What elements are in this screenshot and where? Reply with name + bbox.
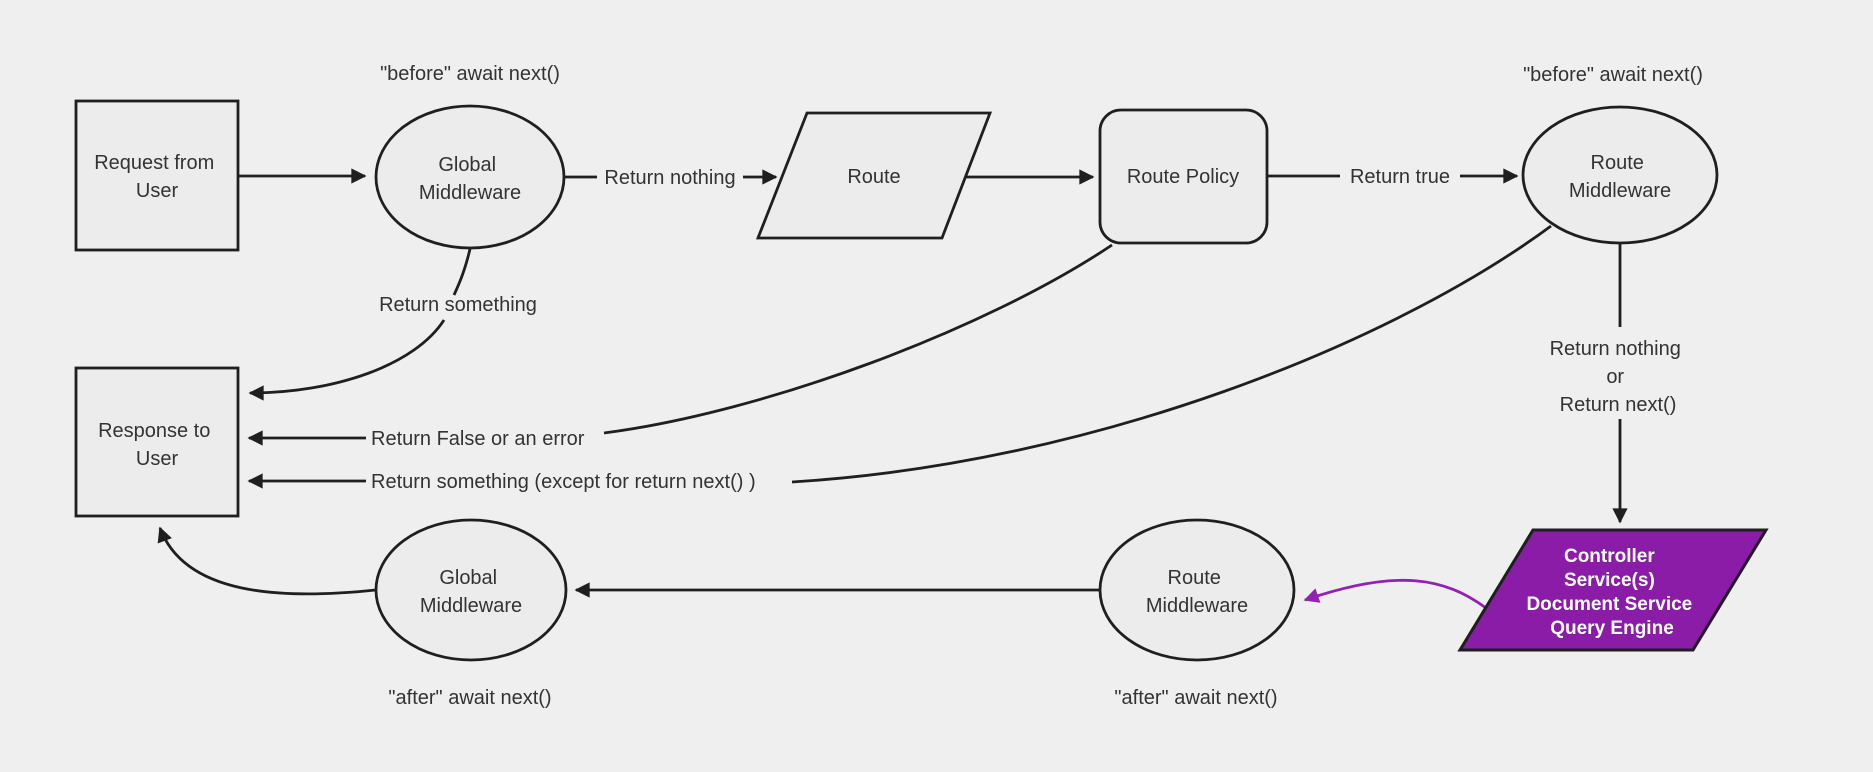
controller-services-node [1457, 528, 1769, 652]
route-middleware-before-label: Route Middleware [1569, 152, 1671, 202]
before-await-next-right-annotation: "before" await next() [1523, 64, 1703, 86]
after-await-next-right-annotation: "after" await next() [1114, 687, 1277, 709]
global-middleware-before-node [374, 104, 566, 250]
edge-policy-to-response-curve [603, 243, 1113, 435]
nodes: Request from User Global Middleware Rout… [74, 99, 1769, 662]
return-false-edge-label: Return False or an error [371, 428, 585, 450]
return-nothing-or-next-edge-label: Return nothing or Return next() [1550, 338, 1687, 416]
response-to-user-node [74, 366, 240, 518]
annotations: "before" await next() "before" await nex… [380, 63, 1703, 709]
controller-services-label: Controller Service(s) Document Service Q… [1526, 546, 1697, 639]
edge-controller-to-route-middleware-after [1303, 578, 1487, 610]
route-policy-label: Route Policy [1127, 166, 1239, 188]
edge-labels: Return nothing Return true Return someth… [371, 166, 1687, 493]
route-policy-node [1098, 108, 1269, 245]
global-middleware-after-node [374, 518, 568, 662]
route-middleware-before-node [1521, 105, 1719, 245]
edge-global-to-response-lower-segment [248, 319, 446, 401]
global-middleware-before-label: Global Middleware [419, 154, 521, 204]
edge-global-after-to-response [157, 526, 377, 596]
request-from-user-node [74, 99, 240, 252]
route-middleware-after-node [1098, 518, 1296, 662]
after-await-next-left-annotation: "after" await next() [388, 687, 551, 709]
edges [157, 168, 1628, 610]
return-nothing-edge-label: Return nothing [604, 167, 735, 189]
edge-middleware-to-response-curve [791, 224, 1552, 484]
route-label: Route [847, 166, 900, 188]
global-middleware-after-label: Global Middleware [420, 567, 522, 617]
route-middleware-after-label: Route Middleware [1146, 567, 1248, 617]
before-await-next-left-annotation: "before" await next() [380, 63, 560, 85]
request-from-user-label: Request from User [94, 152, 220, 202]
edge-global-to-response-upper-segment [452, 248, 472, 296]
return-something-edge-label: Return something [379, 294, 537, 316]
response-to-user-label: Response to User [98, 420, 216, 470]
return-something-except-edge-label: Return something (except for return next… [371, 471, 756, 493]
route-node [755, 111, 993, 240]
return-true-edge-label: Return true [1350, 166, 1450, 188]
